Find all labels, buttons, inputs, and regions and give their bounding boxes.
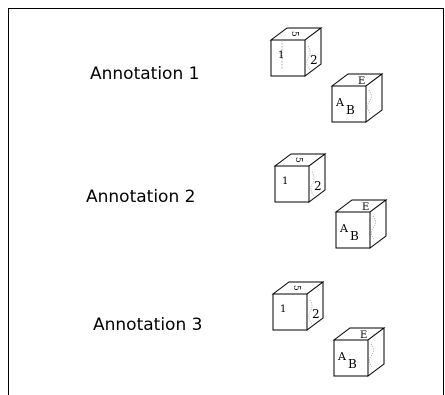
cube-top-front-label: 1 xyxy=(280,304,286,315)
cube-top-right-label: 2 xyxy=(314,179,322,193)
annotation-label-1: Annotation 1 xyxy=(90,64,200,84)
frame-border-top xyxy=(8,8,444,9)
cube-top-right-label: 2 xyxy=(312,307,320,321)
cube-top-top-label: 5 xyxy=(291,285,301,291)
cube-top-2: 1 5 2 xyxy=(273,153,327,203)
cube-top-top-label: 5 xyxy=(289,31,299,37)
cube-pair-2: 1 5 2 A E B xyxy=(273,153,388,249)
cube-pair-3: 1 5 2 A E B xyxy=(271,281,386,377)
cube-top-1: 1 5 2 xyxy=(269,27,323,77)
cube-bottom-top-label: E xyxy=(362,202,369,213)
cube-pair-1: 1 5 2 A E B xyxy=(269,27,384,123)
cube-bottom-front-label: A xyxy=(335,96,345,109)
cube-bottom-front-label: A xyxy=(337,350,347,363)
frame-border-left xyxy=(8,8,9,395)
cube-bottom-right-label: B xyxy=(348,357,357,371)
cube-bottom-2: A E B xyxy=(334,199,388,249)
cube-bottom-top-label: E xyxy=(358,76,365,87)
cube-bottom-top-label: E xyxy=(360,330,367,341)
cube-bottom-front-label: A xyxy=(339,222,349,235)
cube-top-right-label: 2 xyxy=(310,53,318,67)
cube-top-front-label: 1 xyxy=(282,176,288,187)
cube-top-front-label: 1 xyxy=(278,50,284,61)
cube-top-top-label: 5 xyxy=(293,157,303,163)
cube-bottom-right-label: B xyxy=(346,103,355,117)
cube-bottom-3: A E B xyxy=(332,327,386,377)
cube-bottom-right-label: B xyxy=(350,229,359,243)
frame-border-right xyxy=(443,8,444,395)
cube-top-3: 1 5 2 xyxy=(271,281,325,331)
annotation-label-2: Annotation 2 xyxy=(86,187,196,207)
annotation-label-3: Annotation 3 xyxy=(93,315,203,335)
cube-bottom-1: A E B xyxy=(330,73,384,123)
